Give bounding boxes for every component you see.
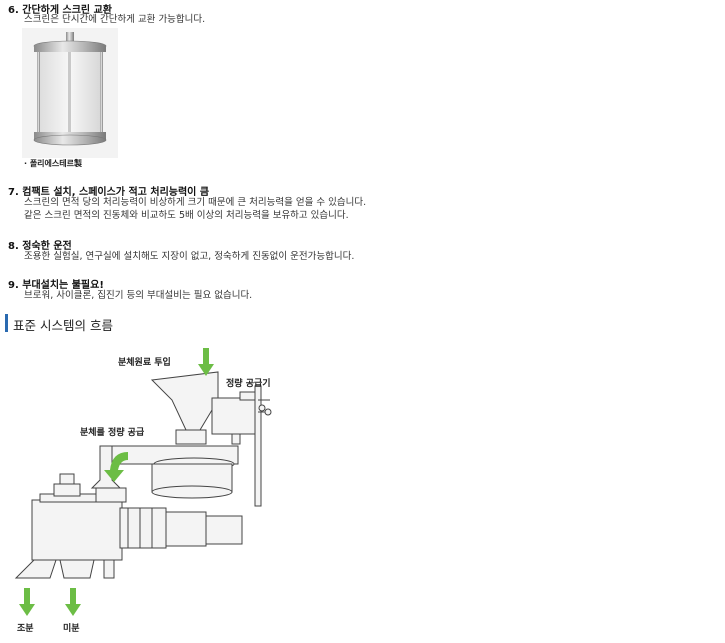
section-6-text: 스크린은 단시간에 간단하게 교환 가능합니다. [24, 14, 206, 25]
label-input: 분체원료 투입 [118, 358, 171, 368]
flow-heading-accent-bar [5, 314, 8, 332]
screen-cylinder-illustration [22, 28, 118, 158]
screen-product-image [22, 28, 118, 158]
section-7-text-2: 같은 스크린 면적의 진동체와 비교하도 5배 이상의 처리능력을 보유하고 있… [24, 210, 349, 221]
section-7-text-1: 스크린의 면적 당의 처리능력이 비상하게 크기 때문에 큰 처리능력을 얻을 … [24, 197, 367, 208]
section-9-title: 9. 부대설치는 불필요! [8, 280, 104, 291]
label-feeder: 정량 공급기 [226, 379, 271, 389]
section-8-title: 8. 정숙한 운전 [8, 241, 72, 252]
section-9-text: 브로워, 사이클론, 집진기 등의 부대설비는 필요 없습니다. [24, 290, 253, 301]
label-fine: 미분 [63, 624, 80, 634]
system-flow-diagram [0, 340, 300, 639]
section-8-text: 조용한 실험실, 연구실에 설치해도 지장이 없고, 정숙하게 진동없이 운전가… [24, 251, 355, 262]
screen-image-caption: · 폴리에스테르製 [24, 159, 82, 168]
label-coarse: 조분 [17, 624, 34, 634]
section-6-title: 6. 간단하게 스크린 교환 [8, 5, 113, 16]
label-quant-supply: 분체를 정량 공급 [80, 428, 145, 438]
system-flow-drawing [14, 348, 272, 616]
section-7-title: 7. 컴팩트 설치, 스페이스가 적고 처리능력이 큼 [8, 187, 210, 198]
flow-heading: 표준 시스템의 흐름 [13, 318, 113, 333]
